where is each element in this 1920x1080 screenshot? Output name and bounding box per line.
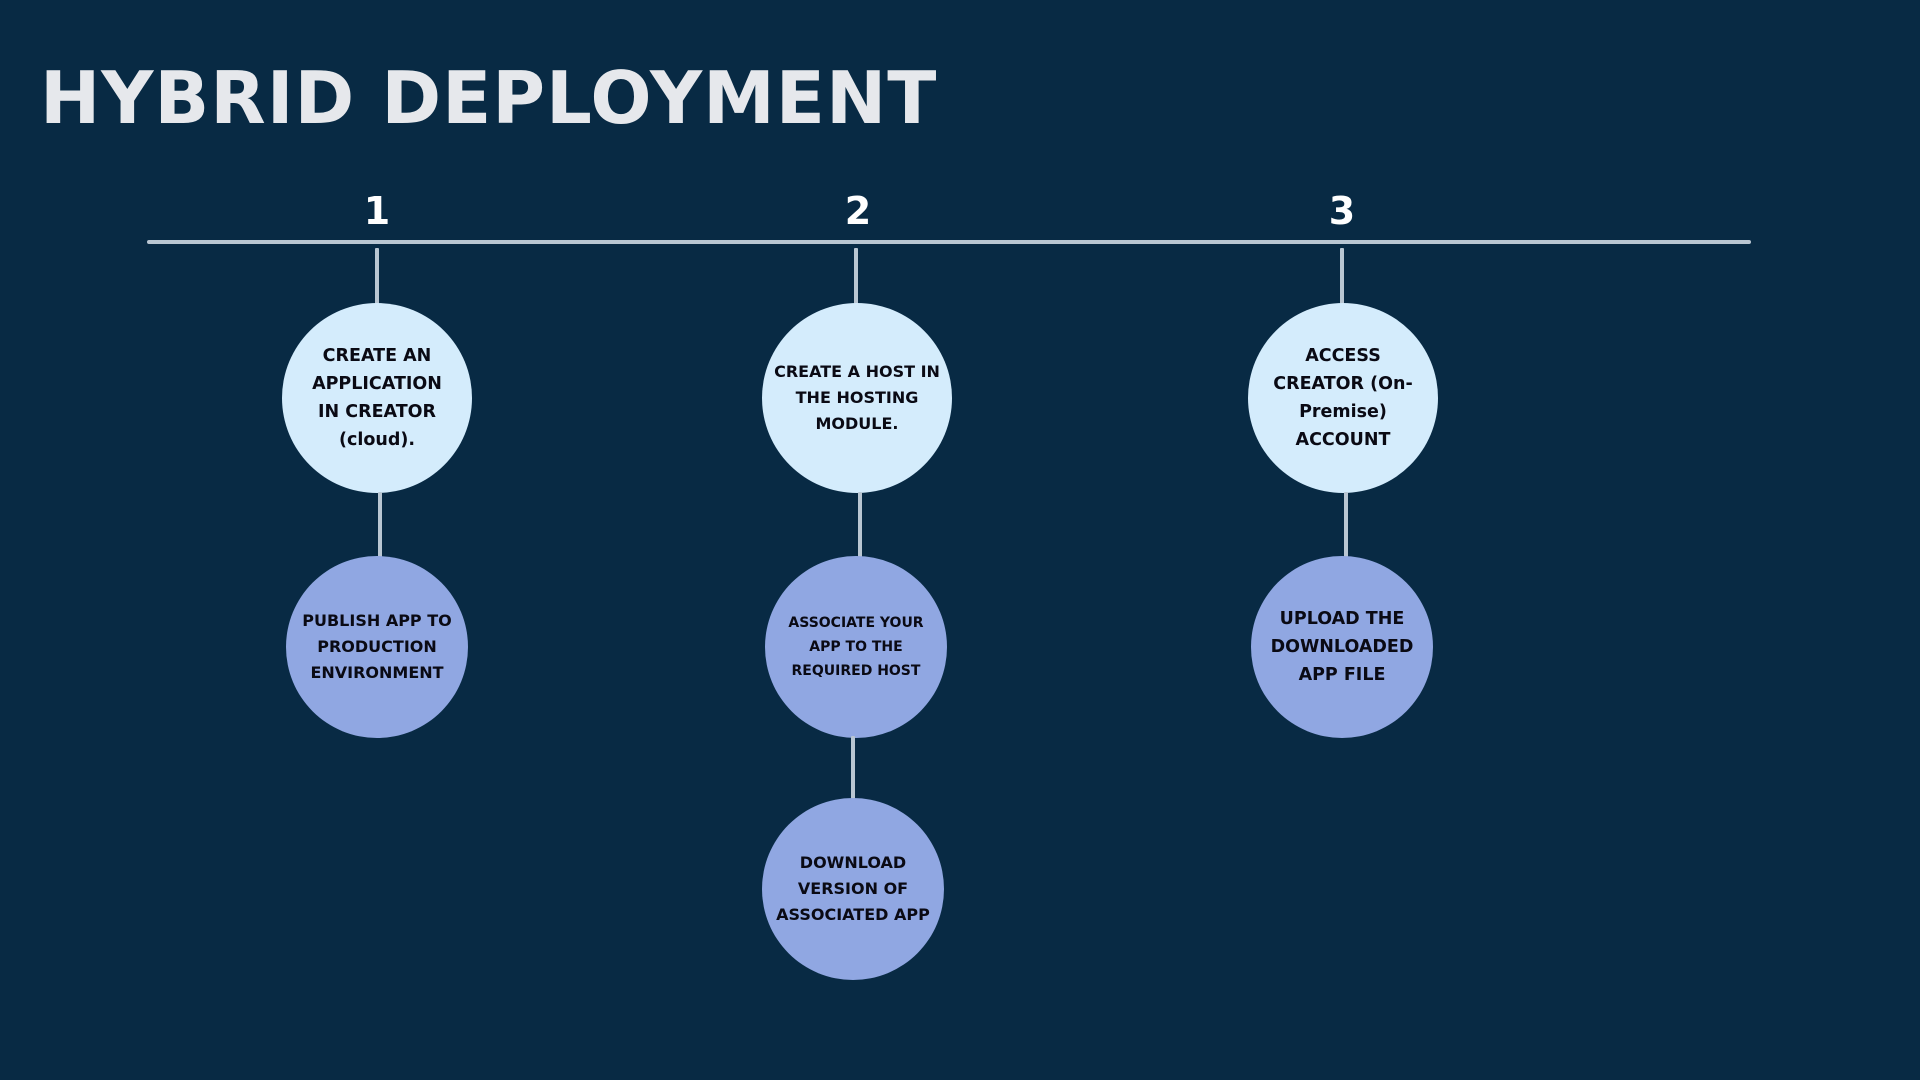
timeline-bar <box>147 240 1751 244</box>
node-label: UPLOAD THE DOWNLOADED APP FILE <box>1270 609 1414 685</box>
node-step-3-upload-file: UPLOAD THE DOWNLOADED APP FILE <box>1251 556 1433 738</box>
node-label: CREATE A HOST IN THE HOSTING MODULE. <box>774 362 940 433</box>
step-number-3: 3 <box>1328 189 1356 233</box>
node-step-2-create-host: CREATE A HOST IN THE HOSTING MODULE. <box>762 303 952 493</box>
node-label: ASSOCIATE YOUR APP TO THE REQUIRED HOST <box>788 615 924 679</box>
page-title: HYBRID DEPLOYMENT <box>40 56 938 140</box>
node-step-2-download-version: DOWNLOAD VERSION OF ASSOCIATED APP <box>762 798 944 980</box>
connector-step-3-top <box>1340 248 1344 304</box>
connector-step-3-1 <box>1344 492 1348 558</box>
node-step-1-publish-app: PUBLISH APP TO PRODUCTION ENVIRONMENT <box>286 556 468 738</box>
node-label: CREATE AN APPLICATION IN CREATOR (cloud)… <box>312 346 442 450</box>
connector-step-2-1 <box>858 492 862 558</box>
connector-step-1-top <box>375 248 379 304</box>
connector-step-2-top <box>854 248 858 304</box>
node-label: DOWNLOAD VERSION OF ASSOCIATED APP <box>776 853 930 924</box>
connector-step-1-1 <box>378 492 382 558</box>
node-step-2-associate-app: ASSOCIATE YOUR APP TO THE REQUIRED HOST <box>765 556 947 738</box>
connector-step-2-2 <box>851 736 855 800</box>
node-label: ACCESS CREATOR (On-Premise) ACCOUNT <box>1273 346 1413 450</box>
node-step-3-access-creator: ACCESS CREATOR (On-Premise) ACCOUNT <box>1248 303 1438 493</box>
node-step-1-create-application: CREATE AN APPLICATION IN CREATOR (cloud)… <box>282 303 472 493</box>
step-number-1: 1 <box>363 189 391 233</box>
node-label: PUBLISH APP TO PRODUCTION ENVIRONMENT <box>302 611 452 682</box>
step-number-2: 2 <box>844 189 872 233</box>
